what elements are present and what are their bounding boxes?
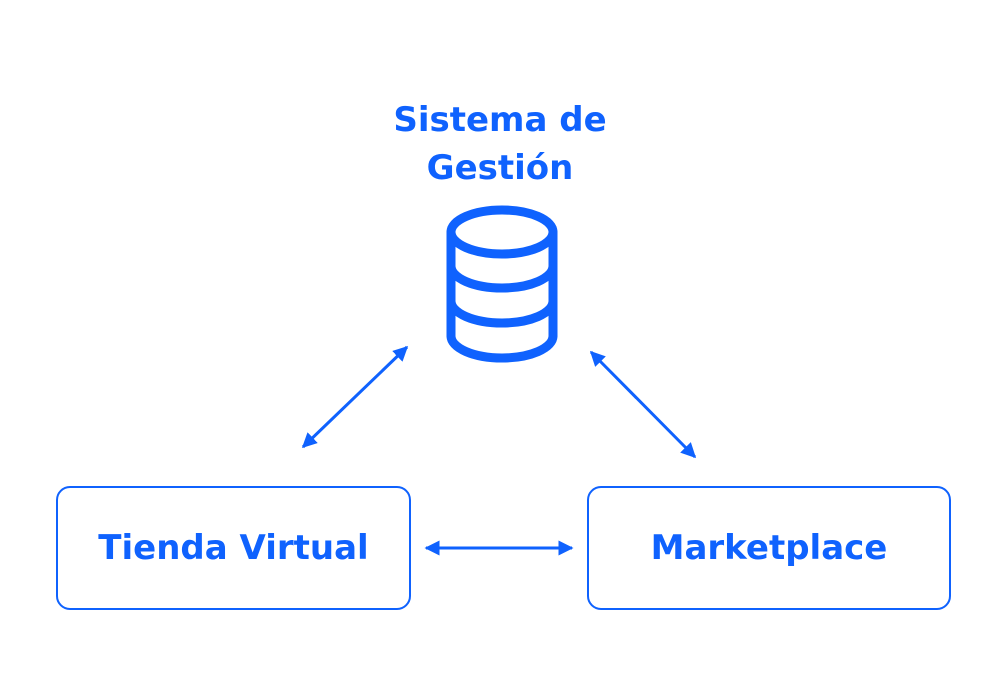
tienda-virtual-node: Tienda Virtual (56, 486, 411, 610)
central-title-line-1: Sistema de (393, 100, 607, 140)
marketplace-label: Marketplace (650, 528, 888, 568)
marketplace-node: Marketplace (587, 486, 951, 610)
arrow-central-to-left (301, 345, 409, 449)
arrow-central-to-right (589, 350, 697, 459)
database-icon (446, 205, 558, 363)
central-node-title: Sistema de Gestión (300, 96, 700, 192)
tienda-virtual-label: Tienda Virtual (98, 528, 369, 568)
central-title-line-2: Gestión (426, 148, 574, 188)
